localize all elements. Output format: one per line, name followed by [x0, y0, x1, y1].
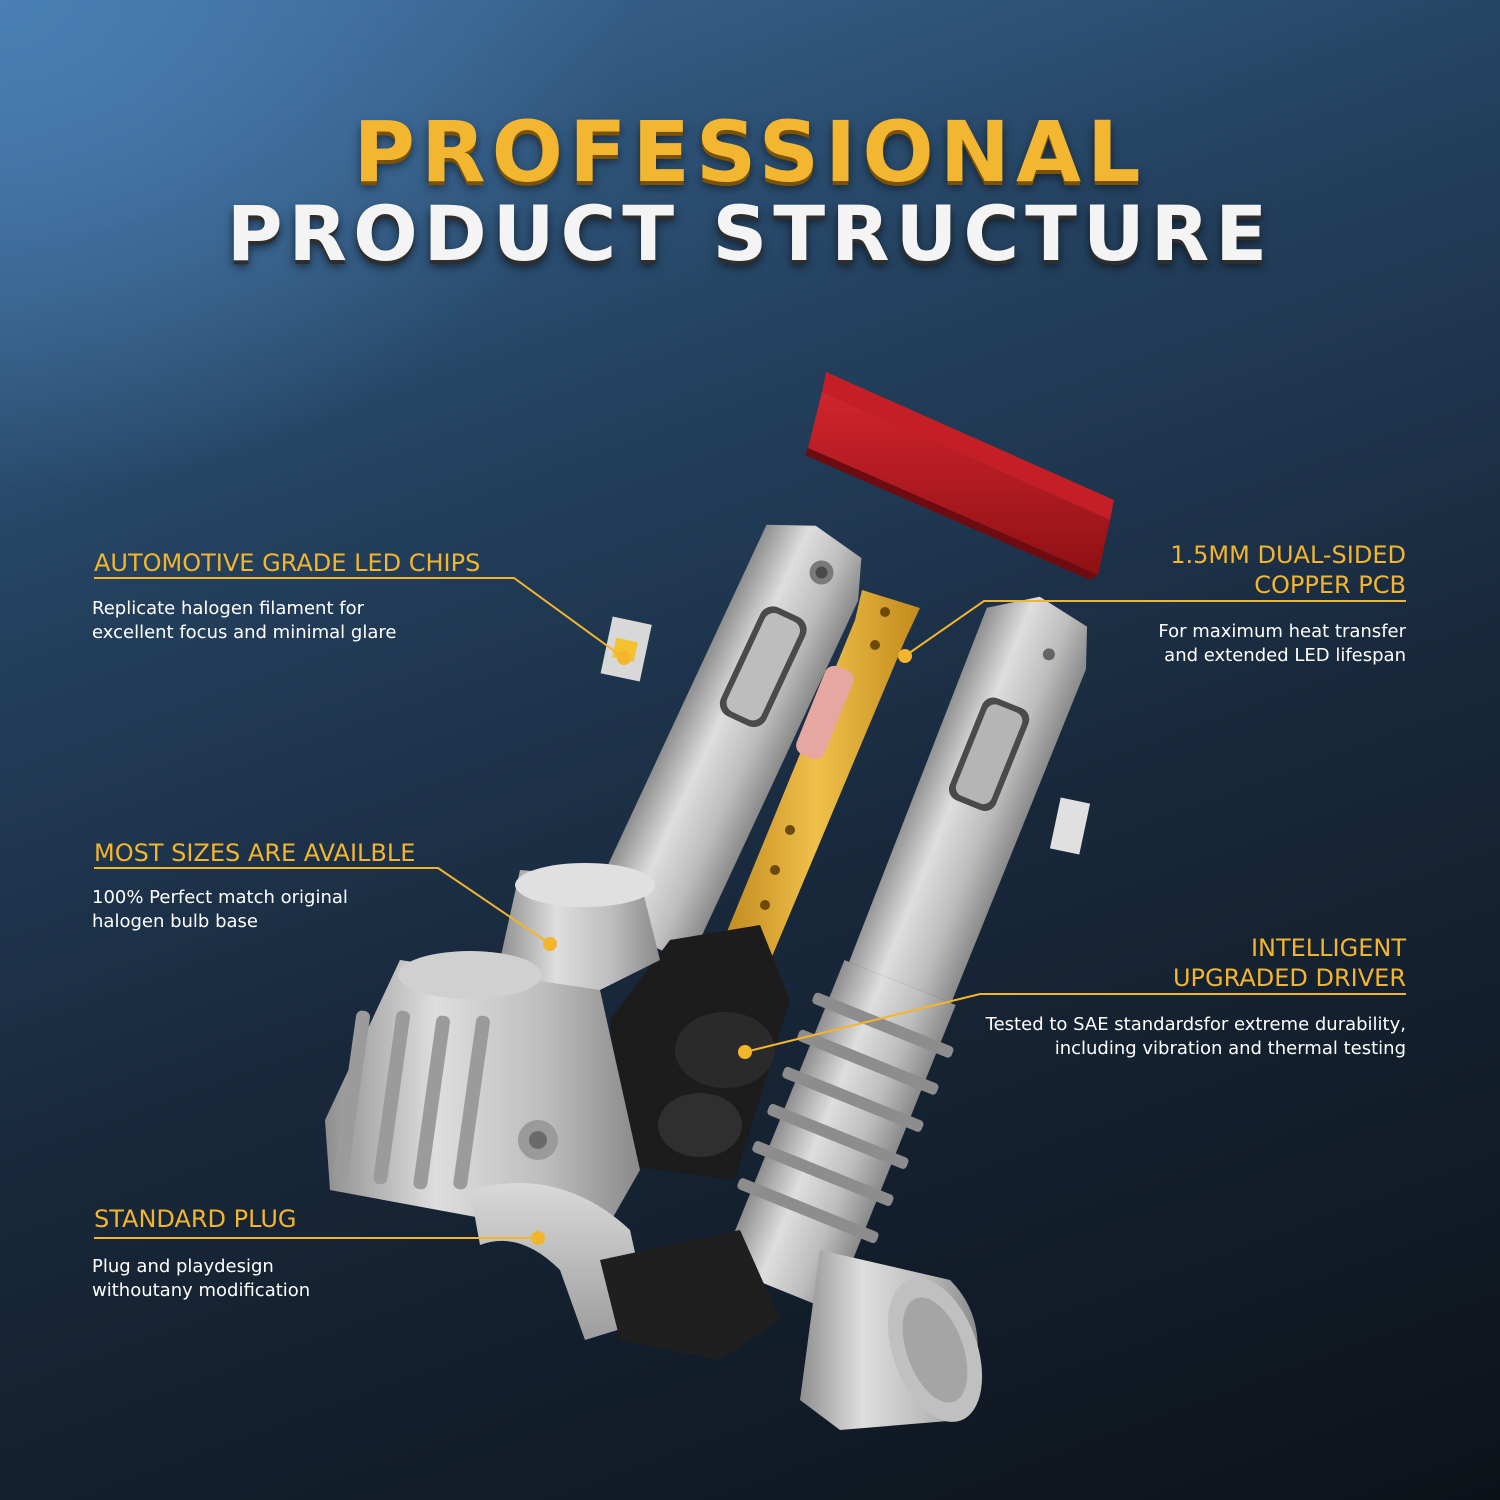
feature-led-chips-heading: AUTOMOTIVE GRADE LED CHIPS — [94, 549, 481, 577]
dot-driver — [738, 1045, 752, 1059]
heading-line: INTELLIGENT — [1250, 934, 1406, 962]
leader-line-led-chips — [94, 577, 625, 659]
desc-line: halogen bulb base — [92, 911, 258, 932]
copper-pcb — [712, 590, 920, 985]
leader-line-pcb — [904, 600, 1406, 657]
feature-plug-desc: Plug and playdesign withoutany modificat… — [92, 1255, 310, 1303]
leader-line-driver — [744, 993, 1406, 1053]
feature-sizes-heading: MOST SIZES ARE AVAILBLE — [94, 839, 416, 867]
red-seal-ring — [805, 372, 1114, 580]
desc-line: Plug and playdesign — [92, 1256, 274, 1277]
leader-dots — [531, 649, 912, 1245]
led-chip-left — [600, 616, 652, 682]
heading-line: COPPER PCB — [1254, 571, 1406, 599]
left-heatsink-arm — [584, 524, 862, 964]
title-product-structure: PRODUCT STRUCTURE — [226, 189, 1274, 278]
right-heatsink-arm — [720, 596, 1088, 1311]
desc-line: including vibration and thermal testing — [1054, 1038, 1406, 1059]
standard-plug-connector — [470, 1183, 983, 1430]
desc-line: excellent focus and minimal glare — [92, 622, 397, 643]
leader-lines — [94, 577, 1406, 1239]
dot-pcb — [898, 649, 912, 663]
desc-line: Tested to SAE standardsfor extreme durab… — [985, 1014, 1406, 1035]
feature-sizes-desc: 100% Perfect match original halogen bulb… — [92, 886, 348, 934]
led-chip-right — [1049, 797, 1091, 855]
desc-line: and extended LED lifespan — [1164, 645, 1406, 666]
dot-sizes — [543, 937, 557, 951]
heading-line: UPGRADED DRIVER — [1172, 964, 1406, 992]
dot-plug — [531, 1231, 545, 1245]
desc-line: 100% Perfect match original — [92, 887, 348, 908]
title-professional: PROFESSIONAL — [353, 103, 1147, 201]
bulb-base — [325, 863, 660, 1240]
leader-line-sizes — [94, 867, 551, 945]
feature-plug-heading: STANDARD PLUG — [94, 1205, 297, 1233]
heading-line: 1.5MM DUAL-SIDED — [1170, 541, 1406, 569]
feature-driver-desc: Tested to SAE standardsfor extreme durab… — [986, 1013, 1406, 1061]
desc-line: Replicate halogen filament for — [92, 598, 364, 619]
feature-pcb-heading: 1.5MM DUAL-SIDED COPPER PCB — [1170, 540, 1406, 600]
feature-led-chips-desc: Replicate halogen filament for excellent… — [92, 597, 396, 645]
feature-driver-heading: INTELLIGENT UPGRADED DRIVER — [1173, 933, 1406, 993]
desc-line: For maximum heat transfer — [1158, 621, 1406, 642]
feature-pcb-desc: For maximum heat transfer and extended L… — [1158, 620, 1406, 668]
desc-line: withoutany modification — [92, 1280, 311, 1301]
dot-led-chips — [617, 651, 631, 665]
black-driver — [610, 925, 790, 1180]
